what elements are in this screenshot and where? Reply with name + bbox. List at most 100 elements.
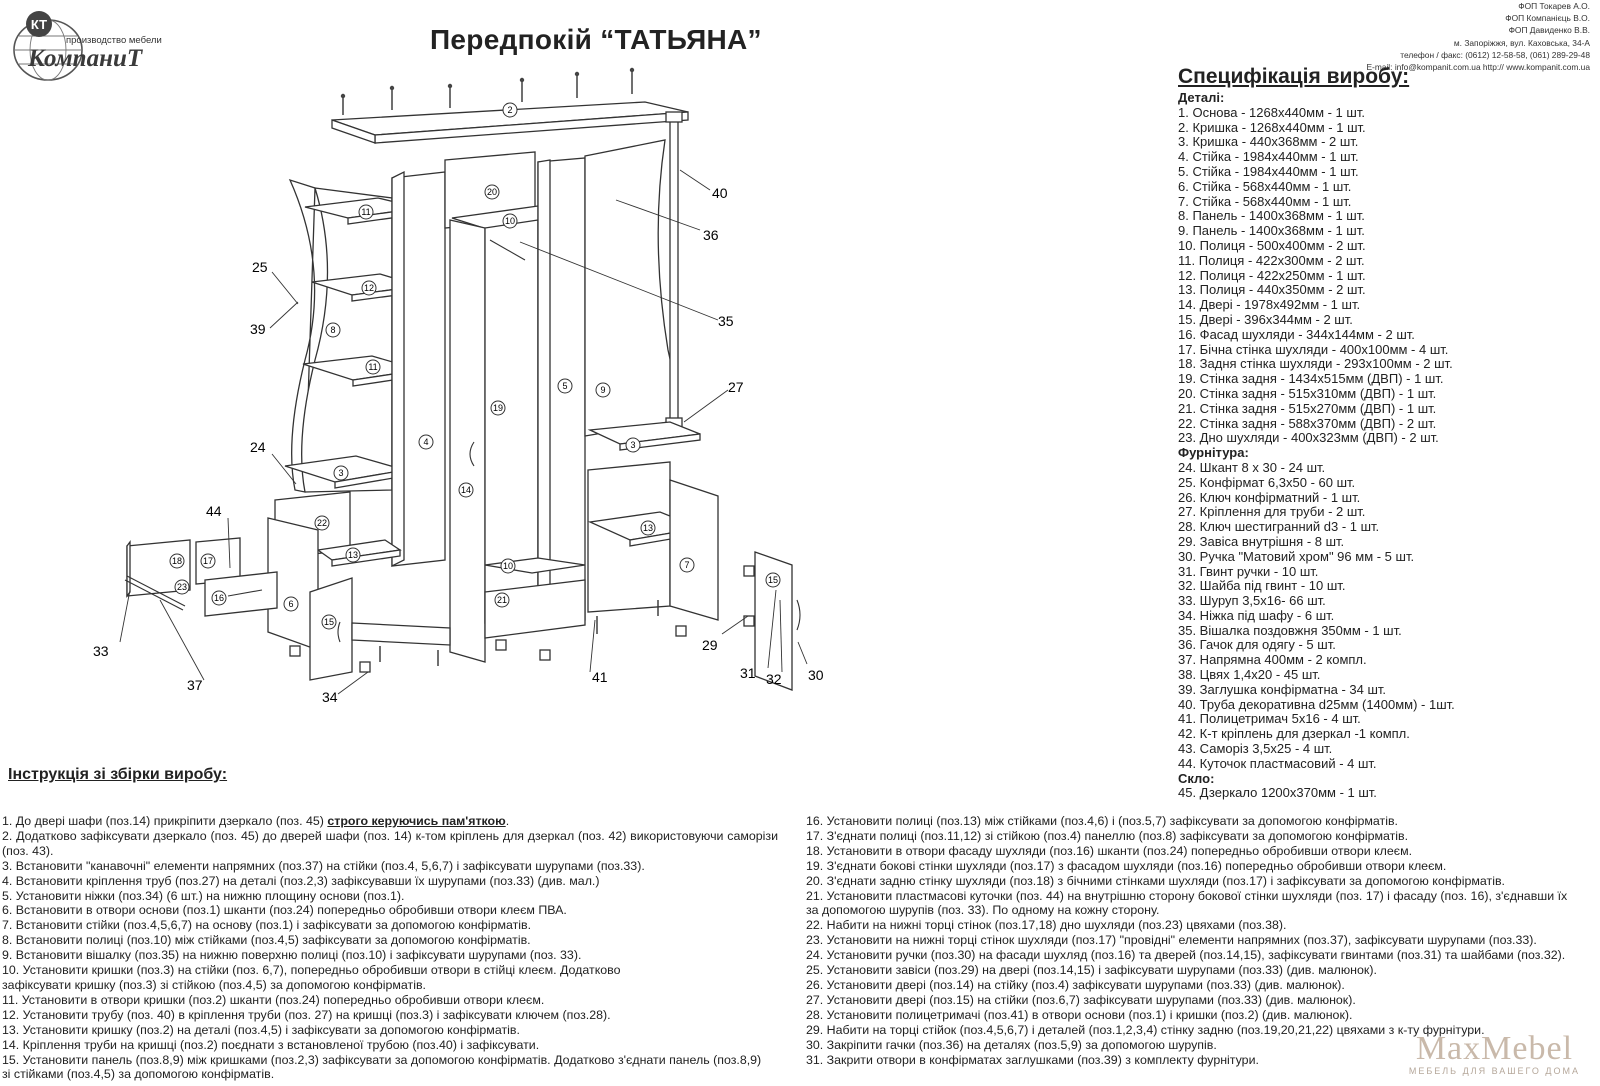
svg-text:10: 10 bbox=[505, 216, 515, 226]
callout-24: 24 bbox=[250, 439, 266, 455]
part-marker: 13 bbox=[345, 547, 361, 563]
svg-text:9: 9 bbox=[600, 385, 605, 395]
logo-mark: КТ bbox=[31, 17, 47, 32]
instruction-step: 29. Набити на торці стійок (поз.4,5,6,7)… bbox=[806, 1022, 1485, 1037]
part-marker: 22 bbox=[314, 515, 330, 531]
detail-item: 11. Полиця - 422х300мм - 2 шт. bbox=[1178, 252, 1365, 268]
part-marker: 13 bbox=[640, 520, 656, 536]
detail-item: 20. Стінка задня - 515х310мм (ДВП) - 1 ш… bbox=[1178, 385, 1437, 401]
instruction-step: 16. Установити полиці (поз.13) між стійк… bbox=[806, 814, 1398, 828]
spec-title: Специфікація виробу: bbox=[1178, 65, 1410, 88]
step1-end: . bbox=[505, 814, 510, 828]
detail-item: 6. Стійка - 568х440мм - 1 шт. bbox=[1178, 178, 1352, 194]
instruction-step: 30. Закріпити гачки (поз.36) на деталях … bbox=[806, 1037, 1217, 1052]
part-marker: 2 bbox=[502, 102, 518, 118]
watermark: MaxMebel МЕБЕЛЬ ДЛЯ ВАШЕГО ДОМА bbox=[1409, 1032, 1580, 1077]
part-marker: 15 bbox=[321, 614, 337, 630]
callout-labels: 25 39 24 44 33 37 34 41 29 31 32 30 27 3… bbox=[93, 185, 824, 705]
instruction-step: 10. Установити кришки (поз.3) на стійки … bbox=[2, 963, 621, 978]
hardware-item: 39. Заглушка конфірматна - 34 шт. bbox=[1178, 681, 1387, 697]
instructions-right-list: 16. Установити полиці (поз.13) між стійк… bbox=[806, 814, 1596, 1067]
page-title: Передпокій “ТАТЬЯНА” bbox=[430, 24, 762, 55]
callout-31: 31 bbox=[740, 665, 756, 681]
svg-text:23: 23 bbox=[177, 582, 187, 592]
svg-text:13: 13 bbox=[643, 523, 653, 533]
instructions-left-list: 2. Додатково зафіксувати дзеркало (поз. … bbox=[2, 829, 802, 1082]
part-marker: 10 bbox=[500, 558, 516, 574]
hardware-item: 35. Вішалка поздовжня 350мм - 1 шт. bbox=[1178, 622, 1402, 638]
instruction-step: 19. З'єднати бокові стінки шухляди (поз.… bbox=[806, 858, 1447, 873]
detail-item: 13. Полиця - 440х350мм - 2 шт. bbox=[1178, 282, 1366, 298]
svg-text:12: 12 bbox=[364, 283, 374, 293]
instruction-step: 4. Встановити кріплення труб (поз.27) на… bbox=[2, 873, 600, 888]
svg-text:22: 22 bbox=[317, 518, 327, 528]
hardware-item: 34. Ніжка під шафу - 6 шт. bbox=[1178, 607, 1335, 623]
instruction-step: 3. Встановити "канавочні" елементи напря… bbox=[2, 858, 645, 873]
hardware-item: 26. Ключ конфірматний - 1 шт. bbox=[1178, 489, 1361, 505]
callout-36: 36 bbox=[703, 227, 719, 243]
step1-emphasis: строго керуючись пам'яткою bbox=[327, 814, 506, 828]
part-marker: 9 bbox=[595, 382, 611, 398]
contact-line: ФОП Компанієць В.О. bbox=[1505, 13, 1590, 24]
hardware-item: 37. Напрямна 400мм - 2 компл. bbox=[1178, 652, 1367, 668]
drawer-assembly bbox=[124, 537, 278, 617]
svg-text:19: 19 bbox=[493, 403, 503, 413]
hardware-item: 44. Куточок пластмасовий - 4 шт. bbox=[1178, 755, 1377, 771]
detail-item: 5. Стійка - 1984х440мм - 1 шт. bbox=[1178, 163, 1359, 179]
instruction-step: 24. Установити ручки (поз.30) на фасади … bbox=[806, 948, 1566, 963]
detail-item: 2. Кришка - 1268х440мм - 1 шт. bbox=[1178, 119, 1366, 135]
instruction-step: 13. Установити кришку (поз.2) на деталі … bbox=[2, 1022, 520, 1037]
svg-text:11: 11 bbox=[361, 207, 370, 217]
svg-text:4: 4 bbox=[423, 437, 428, 447]
hardware-item: 41. Полицетримач 5х16 - 4 шт. bbox=[1178, 711, 1361, 727]
instruction-step: 1. До двері шафи (поз.14) прикріпити дзе… bbox=[2, 814, 802, 829]
part-marker: 23 bbox=[174, 579, 190, 595]
detail-item: 22. Стінка задня - 588х370мм (ДВП) - 2 ш… bbox=[1178, 415, 1437, 431]
callout-27: 27 bbox=[728, 379, 744, 395]
svg-text:8: 8 bbox=[330, 325, 335, 335]
part-marker: 18 bbox=[169, 553, 185, 569]
detail-item: 1. Основа - 1268х440мм - 1 шт. bbox=[1178, 104, 1365, 120]
svg-text:18: 18 bbox=[172, 556, 182, 566]
svg-text:3: 3 bbox=[630, 440, 635, 450]
logo-badge bbox=[26, 11, 52, 37]
contact-line: ФОП Токарев А.О. bbox=[1518, 1, 1590, 11]
callout-33: 33 bbox=[93, 643, 109, 659]
svg-text:14: 14 bbox=[461, 485, 471, 495]
logo-brand: КомпаниТ bbox=[27, 45, 144, 72]
instruction-step: 17. З'єднати полиці (поз.11,12) зі стійк… bbox=[806, 828, 1409, 843]
left-stand-part bbox=[391, 170, 446, 568]
company-logo: КТ производство мебели КомпаниТ bbox=[13, 11, 162, 81]
callout-40: 40 bbox=[712, 185, 728, 201]
instruction-step: 9. Встановити вішалку (поз.35) на нижню … bbox=[2, 948, 582, 963]
instruction-step: 5. Установити ніжки (поз.34) (6 шт.) на … bbox=[2, 888, 405, 903]
instruction-step: 23. Установити на нижні торці стінок шух… bbox=[806, 933, 1537, 948]
glass-list: 45. Дзеркало 1200х370мм - 1 шт. bbox=[1178, 786, 1588, 801]
central-wardrobe bbox=[484, 157, 586, 639]
specification-panel: Специфікація виробу: Деталі: 1. Основа -… bbox=[1178, 65, 1588, 801]
svg-text:20: 20 bbox=[487, 187, 497, 197]
instructions-left-column: 1. До двері шафи (поз.14) прикріпити дзе… bbox=[2, 814, 802, 1082]
svg-text:10: 10 bbox=[503, 561, 513, 571]
detail-item: 9. Панель - 1400х368мм - 1 шт. bbox=[1178, 223, 1365, 239]
part-marker: 21 bbox=[494, 592, 510, 608]
callout-32: 32 bbox=[766, 671, 782, 687]
instruction-step: 6. Встановити в отвори основи (поз.1) шк… bbox=[2, 903, 567, 918]
hardware-item: 33. Шуруп 3,5х16- 66 шт. bbox=[1178, 593, 1326, 609]
instruction-step: 20. З'єднати задню стінку шухляди (поз.1… bbox=[806, 873, 1505, 888]
detail-item: 19. Стінка задня - 1434х515мм (ДВП) - 1 … bbox=[1178, 371, 1444, 387]
step1-text: 1. До двері шафи (поз.14) прикріпити дзе… bbox=[2, 814, 328, 828]
contact-line: ФОП Давиденко В.В. bbox=[1508, 25, 1590, 36]
part-marker: 12 bbox=[361, 280, 377, 296]
hardware-item: 28. Ключ шестигранний d3 - 1 шт. bbox=[1178, 519, 1380, 535]
part-marker: 3 bbox=[625, 437, 641, 453]
part-marker: 15 bbox=[765, 572, 781, 588]
detail-item: 23. Дно шухляди - 400х323мм (ДВП) - 2 шт… bbox=[1178, 430, 1439, 446]
instruction-step: зафіксувати кришку (поз.3) зі стійкою (п… bbox=[2, 977, 426, 992]
instruction-step: за допомогою шурупів (поз. 33). По одном… bbox=[806, 903, 1160, 918]
details-list: 1. Основа - 1268х440мм - 1 шт.2. Кришка … bbox=[1178, 104, 1588, 446]
instruction-step: 27. Установити двері (поз.15) на стійки … bbox=[806, 992, 1356, 1007]
detail-item: 15. Двері - 396х344мм - 2 шт. bbox=[1178, 311, 1353, 327]
detail-item: 17. Бічна стінка шухляди - 400х100мм - 4… bbox=[1178, 341, 1449, 357]
top-cover-part bbox=[331, 101, 689, 144]
